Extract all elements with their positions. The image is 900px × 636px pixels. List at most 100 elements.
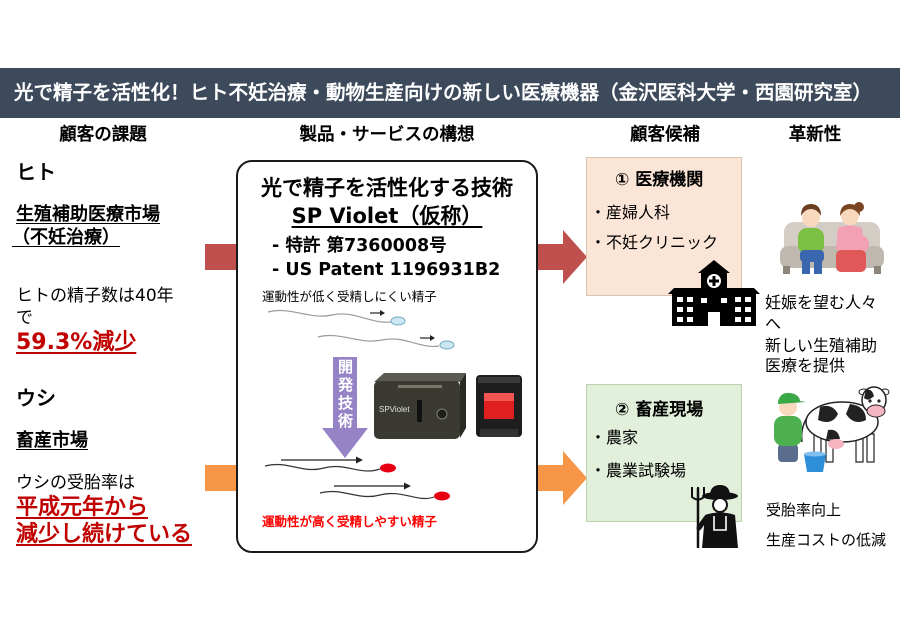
unit-top-highlight [478, 377, 520, 383]
hospital-window [735, 297, 741, 302]
farmer-icon [691, 485, 738, 548]
human-highlight: 59.3%減少 [16, 330, 137, 355]
motion-arrow-head [404, 482, 411, 490]
low-motility-sperm-illustration [267, 309, 455, 350]
unit-base [480, 429, 518, 437]
customer-medical-title: ① 医療機関 [615, 170, 704, 190]
hospital-window [687, 317, 693, 322]
header-challenges: 顧客の課題 [59, 125, 147, 145]
human-arrow-shape [536, 230, 587, 284]
cattle-highlight-line2: 減少し続けている [16, 522, 193, 547]
development-arrow [322, 357, 368, 458]
cattle-market: 畜産市場 [16, 430, 88, 451]
farmer-shirt [774, 416, 802, 446]
human-arrow-out [536, 230, 587, 284]
development-arrow-shape [322, 357, 368, 458]
cow-patch [826, 429, 840, 440]
sperm-head [434, 491, 450, 501]
innovation-human-line: 医療を提供 [765, 356, 846, 375]
before-label: 運動性が低く受精しにくい精子 [262, 289, 437, 304]
unit-window-reflection [484, 393, 514, 401]
hospital-window [677, 307, 683, 312]
man-leg [802, 260, 810, 274]
cow-head-patch [864, 389, 874, 400]
patent-jp: - 特許 第7360008号 [272, 236, 447, 256]
motion-arrow-head [356, 456, 363, 464]
sperm-tail [317, 334, 440, 347]
innovation-human-line: 新しい生殖補助 [765, 336, 878, 355]
cattle-highlight-line1: 平成元年から [16, 495, 149, 520]
hospital-window [677, 297, 683, 302]
sperm-head [380, 463, 396, 473]
header-product: 製品・サービスの構想 [299, 125, 475, 145]
sperm-head [439, 340, 455, 350]
farmer-face [712, 497, 728, 513]
woman-hair-bun [854, 202, 864, 212]
cow-patch [818, 405, 838, 422]
man-shirt [798, 228, 824, 254]
cattle-arrow-shape [536, 451, 587, 505]
device-light-strip [398, 385, 442, 388]
customer-farm-item: ・農家 [590, 428, 639, 447]
device-top-face [374, 373, 466, 382]
farmer-hat-brim [702, 492, 738, 500]
sofa-leg [783, 266, 790, 274]
hospital-cross-horizontal [709, 279, 719, 283]
farmer-pants [778, 444, 798, 462]
man-jeans [800, 250, 824, 262]
milk-bucket [804, 454, 826, 472]
farmer-overall-straps [713, 516, 727, 531]
milk-bucket-rim [804, 451, 826, 457]
innovation-cattle-line: 生産コストの低減 [766, 531, 887, 549]
customer-medical-item: ・不妊クリニック [590, 233, 719, 252]
sp-violet-device-image: SPViolet [374, 373, 466, 439]
farmer-cap [778, 392, 806, 404]
development-arrow-label: 開発技術 [336, 359, 354, 431]
title-bar: 光で精子を活性化！ヒト不妊治療・動物生産向けの新しい医療機器（金沢医科大学・西園… [0, 68, 900, 118]
device-side-face [460, 373, 466, 438]
product-concept-box: 光で精子を活性化する技術 SP Violet（仮称） - 特許 第7360008… [236, 160, 538, 553]
cow-udder [828, 439, 844, 449]
device-label: SPViolet [379, 405, 410, 414]
man-leg [814, 260, 822, 274]
cow-patch [846, 404, 866, 422]
cow-milking-illustration [774, 386, 890, 472]
light-unit-device-image [476, 375, 522, 437]
human-fact-line2: で [16, 308, 33, 328]
cattle-arrow-out [536, 451, 587, 505]
hospital-window [687, 307, 693, 312]
sperm-head [390, 316, 406, 326]
product-headline: 光で精子を活性化する技術 [261, 176, 513, 200]
sperm-tail [267, 309, 392, 323]
hospital-window [687, 297, 693, 302]
woman-face [841, 207, 859, 225]
hospital-door [708, 312, 720, 326]
human-market-line1: 生殖補助医療市場 [16, 204, 160, 225]
cattle-arrow-in [205, 465, 239, 491]
hospital-window [701, 298, 707, 303]
cattle-heading: ウシ [16, 386, 56, 410]
innovation-human-line: へ [765, 314, 782, 333]
pitchfork-tines [691, 487, 705, 501]
innovation-human-line: 妊娠を望む人々 [765, 293, 878, 312]
header-customers: 顧客候補 [630, 125, 700, 145]
after-label: 運動性が高く受精しやすい精子 [262, 514, 437, 529]
motion-arrow-head [430, 335, 435, 341]
device-knob [436, 408, 448, 420]
man-hair [801, 204, 821, 216]
customer-medical-item: ・産婦人科 [590, 203, 671, 222]
header-innovation: 革新性 [788, 125, 842, 145]
product-name: SP Violet（仮称） [291, 204, 483, 228]
hospital-window [745, 297, 751, 302]
patent-us: - US Patent 1196931B2 [272, 260, 501, 280]
sofa-seat [780, 246, 884, 268]
hospital-window [745, 317, 751, 322]
man-face [802, 209, 820, 227]
woman-skirt [836, 250, 866, 272]
innovation-cattle-line: 受胎率向上 [766, 501, 842, 519]
human-heading: ヒト [16, 160, 56, 184]
couple-illustration [780, 202, 884, 274]
human-fact-line1: ヒトの精子数は40年 [16, 286, 174, 306]
sofa-leg [874, 266, 881, 274]
sperm-tail [319, 490, 435, 499]
